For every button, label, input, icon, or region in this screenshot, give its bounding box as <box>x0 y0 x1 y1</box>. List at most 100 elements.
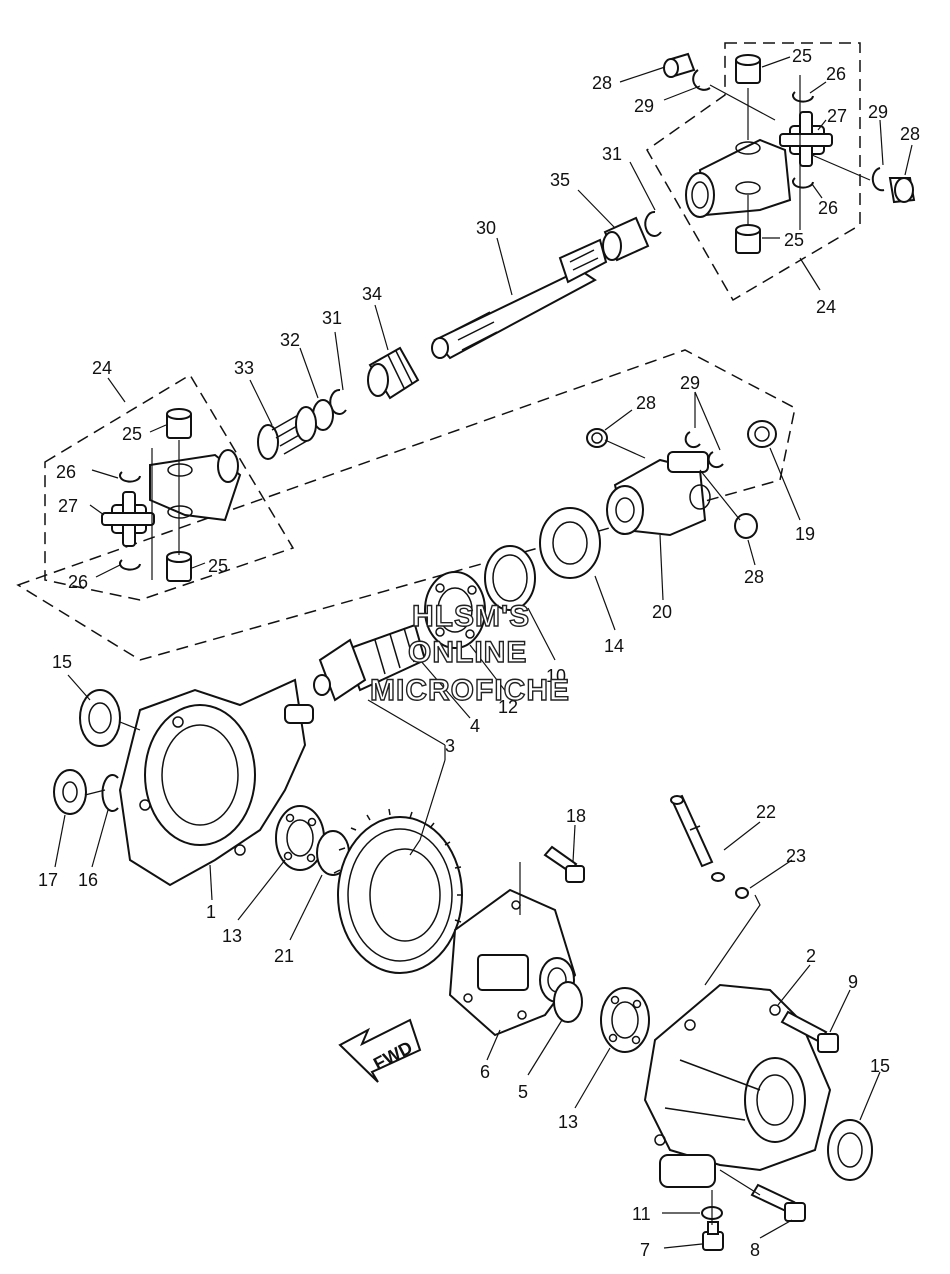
oil-seal-15-left <box>79 689 121 747</box>
callout-32: 32 <box>280 330 300 350</box>
callout-27-top: 27 <box>827 106 847 126</box>
circlip-29-flange-b <box>707 451 724 469</box>
circlip-right-29b <box>871 167 885 192</box>
bearing-12 <box>424 571 486 649</box>
spring-33 <box>257 406 317 460</box>
oil-seal-15-right <box>827 1119 873 1181</box>
bolt-8 <box>750 1183 806 1222</box>
bearing-13-left <box>275 805 325 871</box>
watermark-line-1: HLSM'S <box>412 600 530 633</box>
callout-30: 30 <box>476 218 496 238</box>
snap-ring-left-26a <box>119 471 141 483</box>
watermark-line-3: MICROFICHE <box>370 674 570 707</box>
callout-25-top: 25 <box>792 46 812 66</box>
snap-ring-right-26a <box>792 91 814 103</box>
snap-ring-left-26b <box>119 559 141 571</box>
spider-cross-left <box>101 491 155 547</box>
drive-shaft-30 <box>431 238 608 360</box>
circlip-29-flange-a <box>684 431 701 449</box>
callout-25-mid-right: 25 <box>784 230 804 250</box>
circlip-16 <box>101 774 119 812</box>
callout-5: 5 <box>518 1082 528 1102</box>
bolt-18 <box>543 845 585 883</box>
pinion-gear-4 <box>313 623 427 702</box>
callout-31-top: 31 <box>602 144 622 164</box>
bushing-28-flange-a <box>586 428 608 448</box>
callout-8: 8 <box>750 1240 760 1260</box>
callout-10: 10 <box>546 666 566 686</box>
callout-15-right: 15 <box>870 1056 890 1076</box>
leader-lines <box>54 56 913 1249</box>
ring-gear-3 <box>333 808 463 974</box>
callout-23: 23 <box>786 846 806 866</box>
collar-35 <box>602 216 650 262</box>
callout-6: 6 <box>480 1062 490 1082</box>
callout-28-top-left: 28 <box>592 73 612 93</box>
callout-28-flange-top: 28 <box>636 393 656 413</box>
watermark-line-2: ONLINE <box>408 636 527 669</box>
bolt-7 <box>702 1221 724 1251</box>
bushing-right-28b <box>888 177 916 204</box>
callout-11: 11 <box>632 1204 651 1224</box>
circlip-right-29a <box>692 69 711 91</box>
callout-24-right: 24 <box>816 297 836 317</box>
gear-case-2 <box>643 983 832 1188</box>
shim-ring-10 <box>484 545 536 611</box>
callout-25-left-bottom: 25 <box>208 556 228 576</box>
callout-24-left: 24 <box>92 358 112 378</box>
callout-16: 16 <box>78 870 98 890</box>
callout-35: 35 <box>550 170 570 190</box>
callout-1: 1 <box>206 902 216 922</box>
callout-26-top: 26 <box>826 64 846 84</box>
snap-ring-right-26b <box>792 177 814 189</box>
callout-29-top: 29 <box>634 96 654 116</box>
nut-19 <box>747 420 777 448</box>
watermark: HLSM'S ONLINE MICROFICHE <box>369 599 570 707</box>
spider-cross-right <box>779 111 833 167</box>
bearing-cup-right-top <box>735 54 761 84</box>
forward-arrow-icon: FWD <box>338 1018 422 1083</box>
callout-19: 19 <box>795 524 815 544</box>
callout-3: 3 <box>445 736 455 756</box>
pin-22 <box>670 794 725 882</box>
driveshaft-subassembly-box <box>16 349 796 661</box>
bearing-cup-right-bottom <box>735 224 761 254</box>
universal-joint-group-left-box <box>44 373 295 601</box>
callout-28-right: 28 <box>900 124 920 144</box>
bearing-cup-left-bottom <box>166 551 192 582</box>
circlip-31-right <box>644 210 662 237</box>
callout-33: 33 <box>234 358 254 378</box>
yoke-right <box>685 138 792 218</box>
callout-29-flange: 29 <box>680 373 700 393</box>
callout-17: 17 <box>38 870 58 890</box>
callout-27-left: 27 <box>58 496 78 516</box>
callout-13-left: 13 <box>222 926 242 946</box>
gear-case-1 <box>118 678 314 887</box>
callout-22: 22 <box>756 802 776 822</box>
callout-9: 9 <box>848 972 858 992</box>
nut-17 <box>53 769 87 815</box>
callout-4: 4 <box>470 716 480 736</box>
companion-flange-20 <box>606 451 711 537</box>
boot-34 <box>367 346 420 400</box>
callout-31-mid: 31 <box>322 308 342 328</box>
callout-7: 7 <box>640 1240 650 1260</box>
callout-20: 20 <box>652 602 672 622</box>
bushing-right-28a <box>663 52 696 78</box>
callout-25-left-top: 25 <box>122 424 142 444</box>
callout-26-left-bottom: 26 <box>68 572 88 592</box>
oil-seal-14 <box>539 507 601 579</box>
universal-joint-group-right-box <box>646 42 861 302</box>
yoke-left <box>149 449 242 522</box>
callout-14: 14 <box>604 636 624 656</box>
clip-23 <box>735 887 749 899</box>
callout-21: 21 <box>274 946 294 966</box>
callout-26-left-top: 26 <box>56 462 76 482</box>
callout-15-left: 15 <box>52 652 72 672</box>
callout-13-right: 13 <box>558 1112 578 1132</box>
callout-26-mid-right: 26 <box>818 198 838 218</box>
callout-34: 34 <box>362 284 382 304</box>
callout-28-flange-bottom: 28 <box>744 567 764 587</box>
callout-12: 12 <box>498 697 518 717</box>
